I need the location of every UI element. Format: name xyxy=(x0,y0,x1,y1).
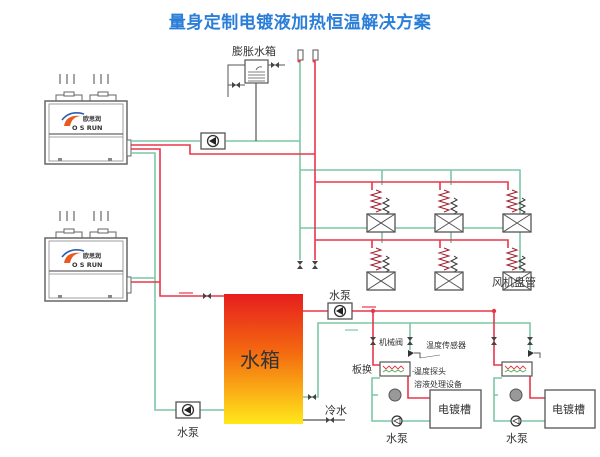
fan-coil xyxy=(434,247,464,291)
plating-tank xyxy=(544,389,596,429)
plate-exchanger-label: 板换 xyxy=(352,363,372,376)
air-vent-hot xyxy=(312,49,319,63)
expansion-tank-label: 膨胀水箱 xyxy=(232,44,276,58)
pump-icon xyxy=(327,302,353,320)
heat-pump-1 xyxy=(44,73,132,165)
air-vent-cold xyxy=(297,49,304,63)
water-tank xyxy=(224,294,303,424)
temp-probe-label: 温度探头 xyxy=(414,366,446,376)
plating-circuit-1 xyxy=(370,337,482,429)
plate-exchanger xyxy=(379,361,411,377)
plating-tank xyxy=(429,389,482,429)
fan-coil xyxy=(366,189,396,233)
plating-tank-label: 电镀槽 xyxy=(552,402,585,416)
fan-coil-label: 风机盘管 xyxy=(492,275,536,289)
expansion-tank xyxy=(227,59,285,141)
hot-pipes xyxy=(131,58,545,399)
mech-valve-label: 机械阀 xyxy=(379,337,403,347)
plate-exchanger xyxy=(501,361,533,377)
solution-equipment-label: 溶液处理设备 xyxy=(414,379,462,389)
pump-icon xyxy=(175,401,201,419)
pump-label: 水泵 xyxy=(329,289,351,302)
heat-pump-2 xyxy=(44,210,132,302)
cold-water-label: 冷水 xyxy=(325,404,347,417)
pump-label: 水泵 xyxy=(386,432,408,445)
fan-coil xyxy=(502,189,532,233)
water-tank-label: 水箱 xyxy=(240,348,280,372)
pump-label: 水泵 xyxy=(506,432,528,445)
diagram-title: 量身定制电镀液加热恒温解决方案 xyxy=(168,13,432,33)
plating-tank-label: 电镀槽 xyxy=(438,402,471,416)
pump-label: 水泵 xyxy=(177,426,199,439)
fan-coil xyxy=(366,247,396,291)
fan-coil xyxy=(434,189,464,233)
plating-circuit-2 xyxy=(491,337,596,429)
pump-icon xyxy=(200,132,226,150)
temp-sensor-label: 温度传感器 xyxy=(426,340,466,350)
